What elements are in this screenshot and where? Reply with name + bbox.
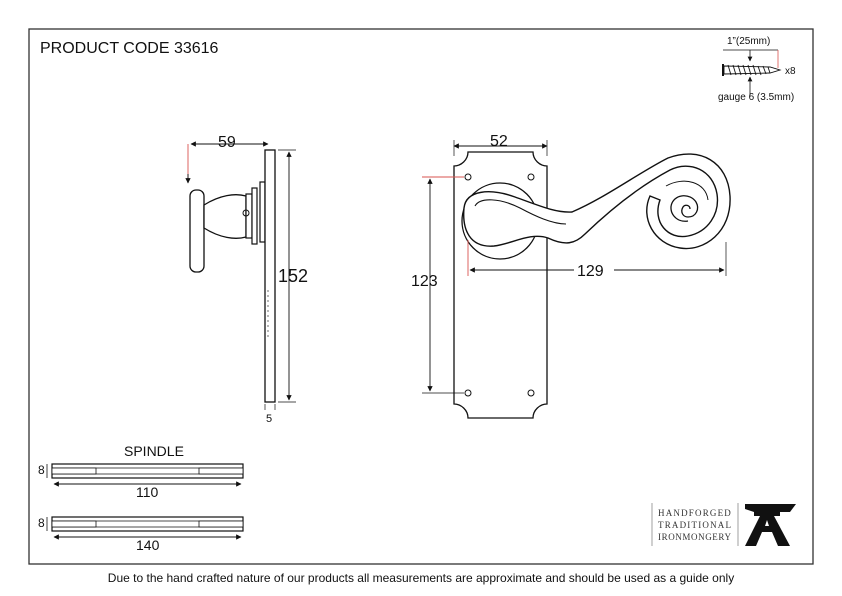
spindle-110-length: 110 [136,484,159,500]
spindle-section: SPINDLE 8 110 8 140 [38,443,244,553]
projection-value: 59 [218,134,236,151]
front-view: 52 123 129 [411,133,731,419]
screw-quantity: x8 [785,66,796,77]
screw-spec: 1”(25mm) x8 gauge 6 (3.5mm) [718,36,796,103]
spindle-110: 8 110 [38,463,244,500]
fixing-hole-bottom-right [527,389,535,397]
lever-handle [463,153,731,250]
screw-length-label: 1”(25mm) [727,36,770,47]
spindle-140-size: 8 [38,516,45,530]
side-view: 59 152 5 [185,134,308,425]
fixing-hole-top-left [464,173,472,181]
drawing-frame [28,28,814,565]
brand-line-3: IRONMONGERY [658,532,732,542]
scroll-curl [670,195,699,222]
backplate-side [264,149,276,403]
lever-grip [189,189,205,273]
fixing-centres-value: 123 [411,273,438,290]
screw-icon [722,64,782,76]
spindle-140-length: 140 [136,537,160,553]
anvil-icon [745,504,796,546]
fixing-hole-top-right [527,173,535,181]
spindle-140: 8 140 [38,516,244,553]
brand-line-2: TRADITIONAL [658,520,732,530]
thickness-value: 5 [266,413,272,425]
footer-disclaimer: Due to the hand crafted nature of our pr… [108,571,734,585]
spindle-title: SPINDLE [124,443,184,459]
plate-width-value: 52 [490,133,508,150]
brand-line-1: HANDFORGED [658,508,732,518]
product-code: PRODUCT CODE 33616 [40,40,219,57]
height-value: 152 [278,266,308,286]
screw-gauge-label: gauge 6 (3.5mm) [718,92,794,103]
lever-length-value: 129 [577,263,604,280]
fixing-hole-bottom-left [464,389,472,397]
spindle-110-size: 8 [38,463,45,477]
brand-block: HANDFORGED TRADITIONAL IRONMONGERY [651,503,796,546]
